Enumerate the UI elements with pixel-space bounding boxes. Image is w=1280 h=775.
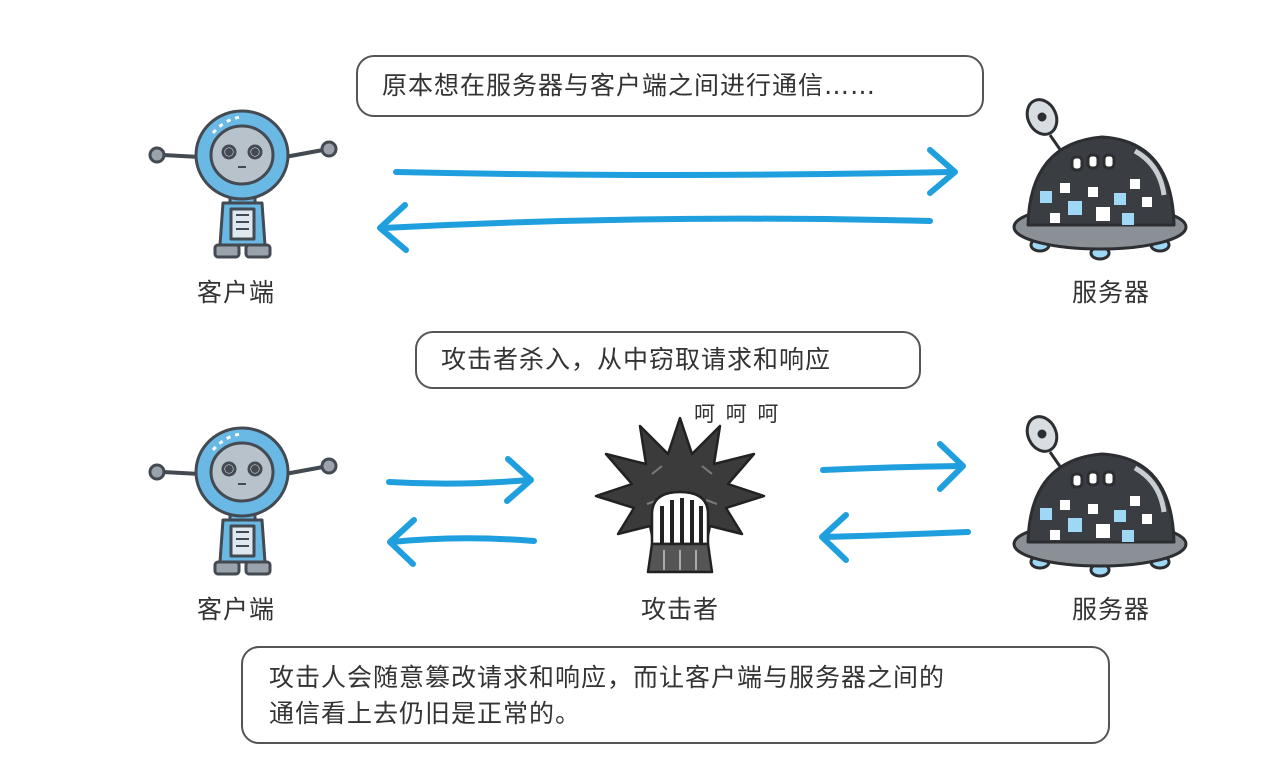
response-arrowhead-attacker-client (387, 517, 417, 567)
server-dome-robot-icon (1012, 415, 1188, 578)
response-arrowhead-top (377, 202, 409, 253)
attack-caption-bubble: 攻击者杀入，从中窃取请求和响应 (415, 331, 921, 389)
client-label-bottom: 客户端 (197, 595, 276, 624)
response-arrow-attacker-client (389, 535, 537, 545)
response-arrow-top (380, 215, 933, 231)
tamper-caption-bubble: 攻击人会随意篡改请求和响应，而让客户端与服务器之间的 通信看上去仍旧是正常的。 (241, 646, 1110, 744)
attacker-laugh-text: 呵 呵 呵 (694, 402, 781, 426)
tamper-caption-line-2: 通信看上去仍旧是正常的。 (269, 699, 582, 729)
request-arrowhead-top (927, 147, 958, 196)
server-label-bottom: 服务器 (1072, 595, 1151, 624)
spiky-attacker-icon (594, 416, 766, 574)
intent-caption-bubble: 原本想在服务器与客户端之间进行通信…… (356, 55, 984, 117)
request-arrowhead-client-attacker (504, 456, 534, 504)
response-arrow-server-attacker (821, 529, 971, 540)
response-arrowhead-server-attacker (819, 512, 849, 563)
server-label-top: 服务器 (1072, 278, 1151, 307)
client-robot-icon (148, 109, 338, 259)
request-arrow-attacker-server (820, 463, 963, 473)
intent-caption-text: 原本想在服务器与客户端之间进行通信…… (382, 71, 877, 100)
client-robot-icon (148, 426, 338, 576)
server-dome-robot-icon (1012, 98, 1188, 261)
attack-caption-text: 攻击者杀入，从中窃取请求和响应 (441, 345, 832, 374)
request-arrow-client-attacker (386, 477, 531, 487)
request-arrowhead-attacker-server (937, 441, 966, 492)
request-arrow-top (393, 169, 953, 178)
attacker-label: 攻击者 (641, 595, 720, 624)
client-label-top: 客户端 (197, 278, 276, 307)
tamper-caption-line-1: 攻击人会随意篡改请求和响应，而让客户端与服务器之间的 (269, 663, 946, 692)
